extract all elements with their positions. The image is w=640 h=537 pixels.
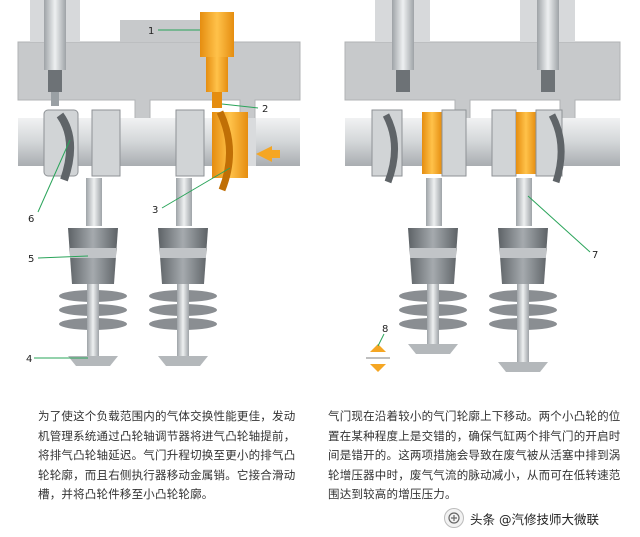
callout-7: 7: [592, 250, 598, 261]
callout-1: 1: [148, 26, 154, 37]
cam-piece-orange: [212, 110, 256, 192]
callout-6: 6: [28, 214, 34, 225]
actuator-left: [44, 0, 66, 106]
small-cam-lobe-1: [422, 112, 442, 174]
sliding-groove-left: [56, 112, 75, 182]
callout-lines: [34, 29, 591, 359]
cylinder-head-housing-right: [344, 41, 621, 121]
watermark: 头条 @汽修技师大微联: [440, 506, 605, 530]
right-view: [344, 0, 621, 372]
watermark-logo-icon: [444, 508, 464, 528]
callout-2: 2: [262, 104, 268, 115]
valve-right-2: [489, 178, 557, 372]
valve-left-1: [59, 178, 127, 366]
callout-8: 8: [382, 324, 388, 335]
left-view: [17, 0, 301, 366]
valvetrain-diagram: 1 2 3 4 5 6 7 8: [17, 0, 621, 372]
watermark-text: 头条 @汽修技师大微联: [470, 511, 599, 527]
callout-5: 5: [28, 254, 34, 265]
callout-3: 3: [152, 205, 158, 216]
valve-left-2: [149, 178, 217, 366]
cylinder-head-housing: [17, 41, 301, 121]
caption-right: 气门现在沿着较小的气门轮廓上下移动。两个小凸轮的位置在某种程度上是交错的，确保气…: [328, 409, 621, 501]
caption-left: 为了使这个负载范围内的气体交换性能更佳，发动机管理系统通过凸轮轴调节器将进气凸轮…: [38, 409, 296, 501]
actuator-right-1: [392, 0, 414, 92]
stagger-arrows: [366, 344, 390, 372]
push-arrow: [256, 146, 280, 162]
callout-4: 4: [26, 354, 32, 365]
valve-right-1: [399, 178, 467, 354]
actuator-right-2: [537, 0, 559, 92]
small-cam-lobe-2: [516, 112, 536, 174]
actuator-pin: [200, 12, 234, 108]
